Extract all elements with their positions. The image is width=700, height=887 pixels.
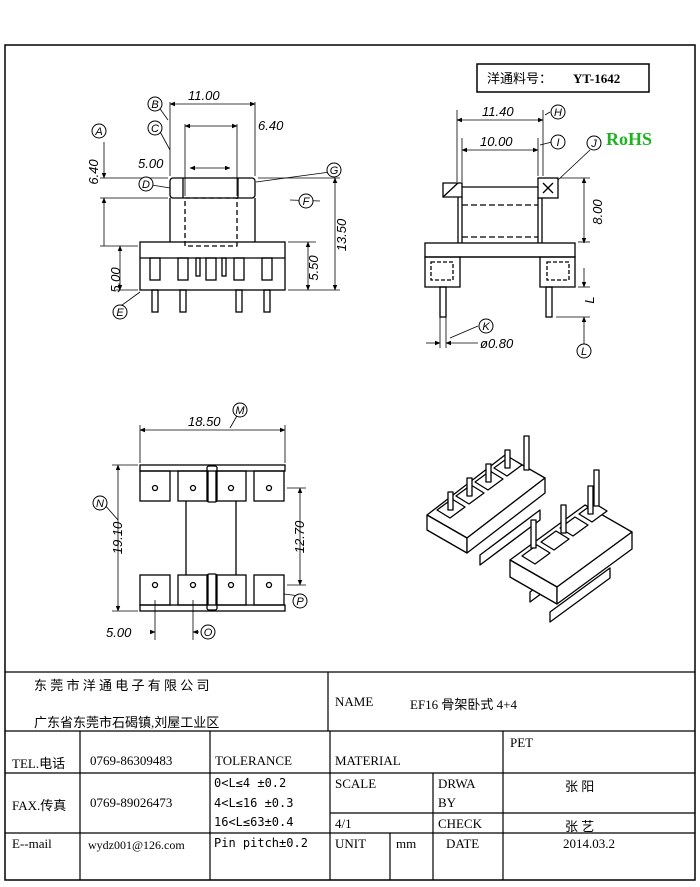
check-value: 张 艺	[565, 819, 595, 834]
callout-label-F: F	[303, 196, 311, 208]
callout-letters: A B C D E F G H I J K L M N O P	[94, 99, 597, 639]
part-number-box: 洋通料号： YT-1642	[476, 63, 650, 93]
scale-label: SCALE	[335, 776, 377, 791]
bottom-view-dimensions	[103, 413, 306, 640]
bottom-view-dim-labels: 18.50 19.10 12.70 5.00	[106, 414, 307, 640]
material-value: PET	[510, 735, 534, 750]
side-view-dim-labels: 11.40 10.00 8.00 L ø0.80	[480, 104, 605, 351]
tolerance-line-2: 4<L≤16 ±0.3	[214, 796, 294, 810]
dim-5-00-mid: 5.00	[138, 156, 164, 171]
callout-label-C: C	[151, 123, 159, 135]
side-view	[424, 177, 576, 318]
draw-label-1: DRWA	[438, 776, 476, 791]
callout-G	[326, 162, 342, 178]
title-block-grid	[5, 671, 695, 880]
dim-6-40-top: 6.40	[258, 118, 284, 133]
dim-11-40: 11.40	[482, 104, 514, 119]
sheet-border	[4, 44, 696, 881]
dim-10-00: 10.00	[480, 134, 513, 149]
tolerance-line-4: Pin pitch±0.2	[214, 836, 308, 850]
dim-11-00: 11.00	[188, 88, 220, 103]
dim-19-10: 19.10	[110, 521, 125, 554]
company-name: 东 莞 市 洋 通 电 子 有 限 公 司	[34, 678, 210, 693]
callout-label-O: O	[204, 627, 213, 639]
callout-F	[298, 193, 314, 209]
dim-18-50: 18.50	[188, 414, 221, 429]
callout-P	[292, 593, 308, 609]
name-label: NAME	[335, 694, 374, 709]
dim-L: L	[582, 296, 597, 303]
callout-J	[586, 135, 602, 151]
callout-H	[550, 104, 566, 120]
date-value: 2014.03.2	[563, 836, 615, 851]
callout-B	[147, 96, 163, 112]
callout-label-M: M	[235, 405, 245, 417]
callout-label-L: L	[581, 346, 587, 358]
dim-5-00-side: 5.00	[108, 267, 123, 293]
name-value: EF16 骨架卧式 4+4	[410, 697, 518, 712]
callout-E	[112, 304, 128, 320]
dim-13-50: 13.50	[334, 218, 349, 251]
email-label: E--mail	[12, 836, 52, 851]
unit-value: mm	[396, 836, 417, 851]
dim-0-80: ø0.80	[480, 336, 514, 351]
callout-label-A: A	[94, 126, 102, 138]
draw-value: 张 阳	[565, 779, 595, 794]
email-value: wydz001@126.com	[88, 838, 185, 852]
callout-label-H: H	[554, 107, 562, 119]
callout-K	[478, 318, 494, 334]
dim-5-00-bottom: 5.00	[106, 625, 132, 640]
callout-label-P: P	[296, 596, 304, 608]
callout-label-B: B	[151, 99, 158, 111]
part-number-value: YT-1642	[573, 71, 620, 86]
callout-label-I: I	[556, 137, 559, 149]
material-label: MATERIAL	[335, 753, 401, 768]
front-view-dim-labels: 11.00 6.40 5.00 6.40 5.00 13.50 5.50	[86, 88, 349, 293]
check-label: CHECK	[438, 816, 483, 831]
unit-label: UNIT	[335, 836, 367, 851]
callout-C	[147, 120, 163, 136]
rohs-mark: RoHS	[606, 129, 652, 149]
callout-label-G: G	[330, 165, 339, 177]
isometric-view	[426, 435, 633, 623]
callout-I	[550, 134, 566, 150]
callout-label-J: J	[590, 138, 597, 150]
date-label: DATE	[446, 836, 480, 851]
tel-value: 0769-86309483	[90, 753, 173, 768]
callout-label-E: E	[116, 307, 124, 319]
callout-D	[138, 176, 154, 192]
dim-12-70: 12.70	[292, 520, 307, 553]
front-view-dimensions	[100, 101, 340, 309]
side-view-dimensions	[426, 110, 591, 348]
tolerance-line-1: 0<L≤4 ±0.2	[214, 776, 287, 790]
tel-label: TEL.电话	[12, 756, 66, 771]
dim-6-40-side: 6.40	[86, 159, 101, 185]
callout-label-K: K	[482, 321, 490, 333]
front-view	[139, 177, 286, 313]
tolerance-label: TOLERANCE	[215, 753, 293, 768]
part-number-label: 洋通料号：	[487, 71, 552, 86]
bottom-view	[139, 464, 286, 612]
callout-L	[576, 343, 592, 359]
callout-label-N: N	[96, 498, 104, 510]
callout-O	[200, 624, 216, 640]
draw-label-2: BY	[438, 795, 457, 810]
fax-value: 0769-89026473	[90, 795, 173, 810]
callout-M	[232, 402, 248, 418]
callout-N	[92, 495, 108, 511]
fax-label: FAX.传真	[12, 798, 67, 813]
tolerance-line-3: 16<L≤63±0.4	[214, 815, 294, 829]
company-address: 广东省东莞市石碣镇,刘屋工业区	[34, 715, 220, 730]
callout-A	[91, 123, 107, 139]
callout-circles	[91, 96, 602, 640]
dim-8-00: 8.00	[590, 199, 605, 225]
scale-value: 4/1	[335, 816, 352, 831]
callout-label-D: D	[142, 179, 150, 191]
dim-5-50: 5.50	[306, 255, 321, 281]
